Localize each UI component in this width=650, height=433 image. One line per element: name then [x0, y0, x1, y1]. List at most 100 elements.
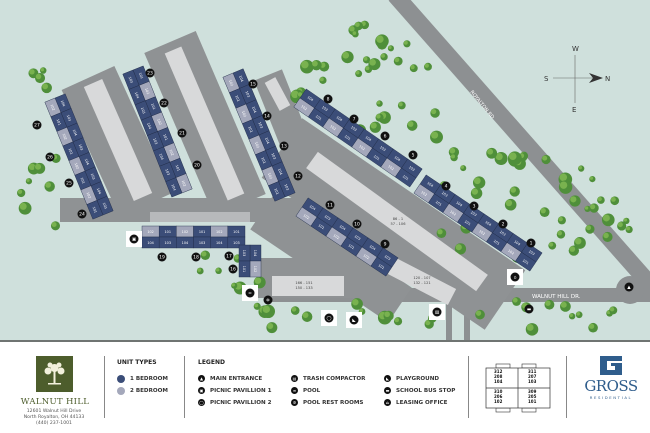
unit-1-bedroom[interactable]: 101 — [394, 167, 417, 188]
tree-icon — [450, 153, 458, 162]
building-number-marker[interactable]: 21 — [177, 128, 187, 138]
unit-number: 102 — [358, 144, 366, 151]
tree-icon — [375, 113, 384, 122]
unit-1-bedroom[interactable]: 101 — [515, 251, 537, 272]
building-number-marker[interactable]: 7 — [349, 114, 359, 124]
building-row-15-12[interactable]: 1041021031011041021031011041021031011041… — [222, 68, 296, 202]
building-number: 25 — [66, 181, 72, 187]
tree-icon — [588, 322, 598, 333]
building-number-marker[interactable]: 11 — [325, 200, 335, 210]
tree-icon — [509, 186, 520, 197]
building-number-marker[interactable]: 3 — [469, 201, 479, 211]
entrance-icon[interactable]: ▲ — [624, 282, 634, 292]
building-number-marker[interactable]: 23 — [145, 68, 155, 78]
tree-icon — [568, 313, 576, 320]
building-number: 7 — [353, 117, 356, 123]
tree-icon — [560, 301, 571, 312]
building-number-marker[interactable]: 20 — [192, 160, 202, 170]
unit-1-bedroom[interactable]: 101 — [227, 225, 246, 238]
unit-1-bedroom[interactable]: 104 — [165, 177, 183, 198]
unit-number: 103 — [470, 210, 478, 217]
building-row-27-24[interactable]: 1041021031011041021031011041021031011041… — [44, 93, 114, 220]
building-row-23-20[interactable]: 1011031021041011031021041011031021041011… — [122, 65, 193, 198]
building-number: 14 — [264, 114, 270, 120]
building-number-marker[interactable]: 1 — [526, 238, 536, 248]
building-number: 24 — [79, 212, 85, 218]
tree-icon — [351, 298, 363, 310]
unit-1-bedroom[interactable]: 101 — [193, 225, 211, 238]
building-number-marker[interactable]: 9 — [380, 239, 390, 249]
building-number-marker[interactable]: 10 — [352, 219, 362, 229]
building-number-marker[interactable]: 6 — [380, 131, 390, 141]
unit-2-bedroom[interactable]: 102 — [176, 225, 194, 238]
building-number-marker[interactable]: 8 — [323, 94, 333, 104]
building-number-marker[interactable]: 2 — [498, 219, 508, 229]
unit-2-bedroom[interactable]: 102 — [141, 225, 160, 238]
unit-number: 102 — [302, 213, 310, 220]
unit-1-bedroom[interactable]: 104 — [176, 236, 194, 249]
building-number-marker[interactable]: 4 — [441, 181, 451, 191]
tree-icon — [575, 311, 583, 319]
unit-number: 104 — [513, 240, 521, 247]
building-number-marker[interactable]: 16 — [228, 264, 238, 274]
building-number-marker[interactable]: 18 — [191, 252, 201, 262]
tree-icon — [196, 267, 204, 275]
building-number-marker[interactable]: 15 — [248, 79, 258, 89]
unit-1-bedroom[interactable]: 104 — [249, 244, 262, 262]
unit-1-bedroom[interactable]: 104 — [141, 236, 160, 249]
unit-number: 101 — [347, 243, 355, 250]
bus-stop-icon[interactable]: ▬ — [524, 304, 534, 314]
building-number: 26 — [47, 155, 53, 161]
building-number-marker[interactable]: 25 — [64, 178, 74, 188]
unit-number: 102 — [254, 141, 260, 149]
pool-icon[interactable]: ≈ — [242, 285, 258, 301]
unit-1-bedroom[interactable]: 103 — [238, 244, 251, 262]
unit-1-bedroom[interactable]: 103 — [227, 236, 246, 249]
unit-number: 104 — [309, 204, 317, 211]
leasing-office-icon[interactable]: ⌂ — [507, 269, 523, 285]
building-number-marker[interactable]: 5 — [408, 150, 418, 160]
unit-1-bedroom[interactable]: 101 — [268, 181, 286, 202]
unit-1-bedroom[interactable]: 104 — [210, 236, 229, 249]
walnut-hill-dr-label: WALNUT HILL DR. — [532, 294, 581, 300]
building-number-marker[interactable]: 26 — [45, 152, 55, 162]
unit-number: 103 — [233, 241, 239, 245]
unit-1-bedroom[interactable]: 101 — [86, 200, 104, 220]
restroom-icon[interactable]: ✲ — [263, 295, 273, 305]
unit-1-bedroom[interactable]: 103 — [193, 236, 211, 249]
building-number-marker[interactable]: 27 — [32, 120, 42, 130]
unit-number: 103 — [257, 121, 263, 129]
unit-2-bedroom[interactable]: 102 — [249, 260, 262, 278]
unit-2-bedroom[interactable]: 102 — [210, 225, 229, 238]
unit-number: 102 — [478, 229, 486, 236]
company-name: GROSS — [584, 377, 638, 395]
legend-item-label: POOL REST ROOMS — [303, 399, 364, 406]
building-number-marker[interactable]: 14 — [262, 111, 272, 121]
unit-number: 102 — [253, 266, 257, 272]
playground-icon[interactable]: ◣ — [346, 312, 362, 328]
building-number-marker[interactable]: 12 — [293, 171, 303, 181]
unit-number: 104 — [147, 241, 153, 245]
building-number-marker[interactable]: 19 — [157, 252, 167, 262]
unit-1-bedroom[interactable]: 101 — [370, 256, 393, 277]
unit-1-bedroom[interactable]: 103 — [158, 236, 177, 249]
unit-number: 103 — [350, 125, 358, 132]
leasing-office-icon: ⌂ — [384, 399, 391, 406]
drive-stub — [446, 300, 452, 340]
building-number-marker[interactable]: 13 — [279, 141, 289, 151]
picnic-pavilion-2-icon[interactable]: ◯ — [321, 310, 337, 326]
building-number-marker[interactable]: 17 — [224, 251, 234, 261]
building-number-marker[interactable]: 22 — [159, 98, 169, 108]
trash-compactor-icon[interactable]: ▤ — [429, 304, 445, 320]
unit-1-bedroom[interactable]: 101 — [158, 225, 177, 238]
unit-1-bedroom[interactable]: 101 — [238, 260, 251, 278]
tree-icon — [403, 40, 411, 48]
picnic-pavilion-1-icon[interactable]: ▣ — [126, 231, 142, 247]
building-number-marker[interactable]: 24 — [77, 209, 87, 219]
